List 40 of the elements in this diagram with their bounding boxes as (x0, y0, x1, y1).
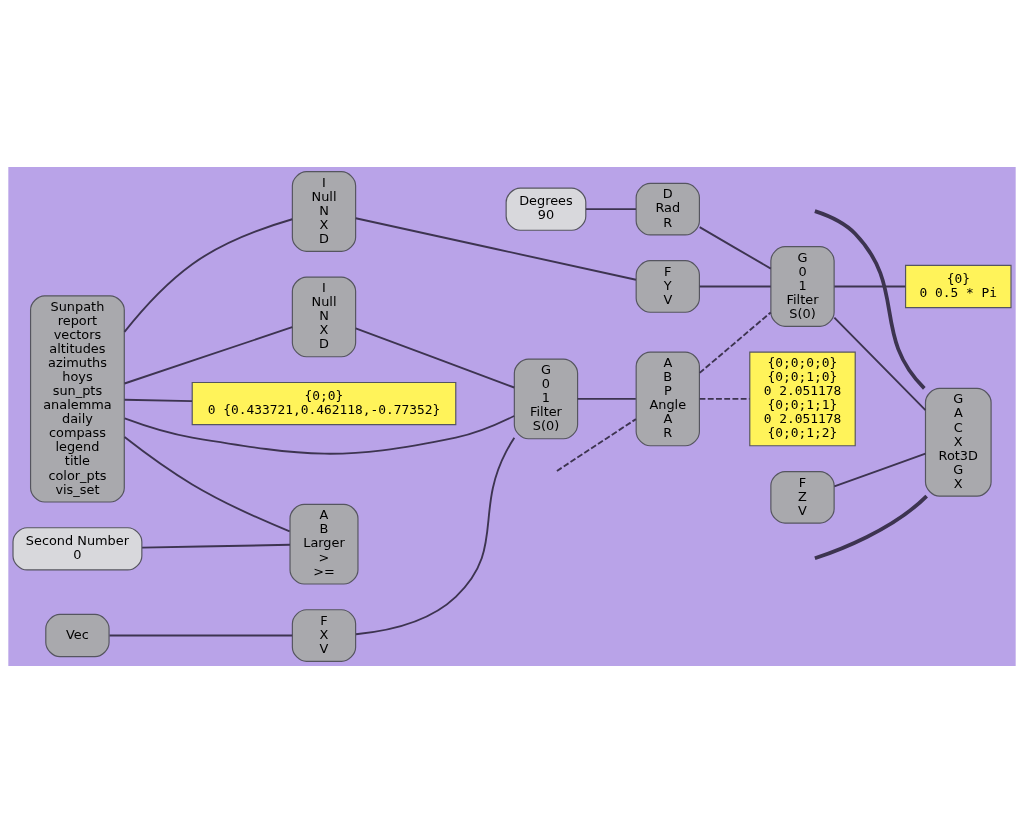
connector (141, 543, 291, 549)
connector (123, 217, 294, 333)
connector (123, 414, 516, 455)
connector (698, 285, 772, 287)
node-box: G 0 1 Filter S(0) (770, 245, 835, 327)
node-box: F Y V (635, 259, 700, 313)
node-box: I Null N X D (291, 276, 357, 357)
connector (698, 225, 772, 270)
connector (354, 326, 516, 388)
node-box: G A C X Rot3D G X (924, 387, 992, 497)
node-box: Vec (45, 613, 110, 657)
node-box: Degrees 90 (505, 187, 587, 231)
connector (814, 208, 926, 390)
connector (354, 216, 637, 281)
connector (698, 397, 751, 400)
node-box: F X V (291, 608, 357, 662)
connector (556, 417, 637, 472)
connector (355, 436, 516, 635)
node-box: {0;0;0;0} {0;0;1;0} 0 2.051178 {0;0;1;1} 0 2.051178 {0;0;1;2} (749, 351, 856, 446)
connector (698, 310, 772, 374)
connector (108, 634, 294, 636)
connector (833, 316, 927, 411)
node-box: A B P Angle A R (635, 351, 700, 446)
connector (123, 398, 193, 402)
connector (833, 285, 907, 287)
node-box: Sunpath report vectors altitudes azimuths hoys sun_pts analemma daily compass legend title color_pts vis_set (30, 294, 125, 503)
connector (585, 207, 637, 210)
connector (123, 325, 294, 384)
node-box: I Null N X D (291, 170, 357, 252)
node-box: D Rad R (635, 182, 700, 236)
connector (576, 397, 637, 400)
connector (833, 452, 927, 487)
connector (814, 494, 928, 560)
node-box: {0} 0 0.5 * Pi (905, 264, 1012, 308)
node-box: G 0 1 Filter S(0) (513, 358, 579, 439)
node-box: Second Number 0 (12, 526, 143, 571)
connector (123, 435, 291, 532)
node-box: F Z V (770, 470, 835, 524)
node-box: A B Larger > >= (289, 503, 359, 585)
node-box: {0;0} 0 {0.433721,0.462118,-0.77352} (191, 381, 457, 425)
